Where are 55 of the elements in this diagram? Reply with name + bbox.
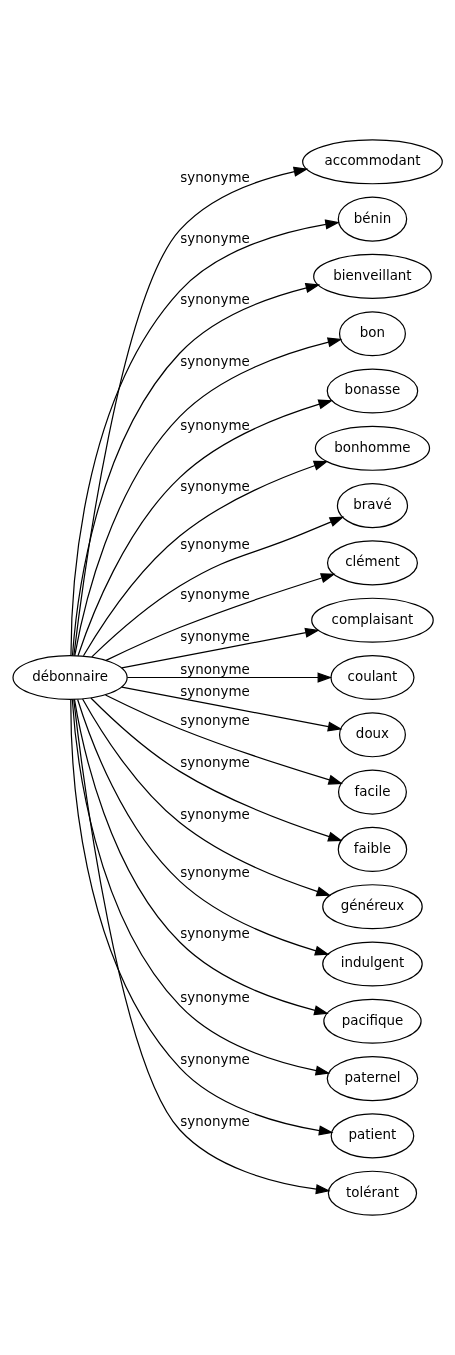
arrow [77, 698, 330, 956]
arrow [121, 627, 320, 669]
node-ellipse: bon [338, 311, 406, 357]
node-ellipse: débonnaire [12, 654, 128, 701]
node-ellipse: patient [330, 1113, 415, 1159]
arrow [74, 337, 343, 657]
arrow [90, 697, 343, 842]
edge-label: synonyme [180, 1113, 250, 1129]
edge-label: synonyme [180, 806, 250, 822]
edge-label: synonyme [180, 537, 250, 553]
edge-label: synonyme [180, 926, 250, 942]
node-ellipse: indulgent [322, 941, 423, 987]
edge-label: synonyme [180, 628, 250, 644]
edge-label: synonyme [180, 292, 250, 308]
arrow [105, 573, 336, 661]
node-ellipse: coulant [330, 654, 415, 701]
node-ellipse: complaisant [311, 597, 434, 643]
arrow [104, 694, 344, 785]
edge-label: synonyme [180, 1051, 250, 1067]
arrow [71, 282, 321, 656]
arrow [82, 460, 329, 657]
edge-label: synonyme [180, 231, 250, 247]
arrow [82, 698, 332, 897]
node-ellipse: bonasse [326, 368, 419, 414]
edge-label: synonyme [180, 587, 250, 603]
node-ellipse: bénin [337, 196, 408, 242]
node-ellipse: accommodant [302, 139, 443, 185]
node-ellipse: paternel [326, 1056, 419, 1102]
node-ellipse: clément [326, 540, 418, 586]
edge-label: synonyme [180, 354, 250, 370]
arrow [71, 698, 331, 1076]
node-ellipse: tolérant [327, 1170, 418, 1216]
edge-label: synonyme [180, 417, 250, 433]
node-ellipse: facile [337, 769, 407, 815]
edge-label: synonyme [180, 712, 250, 728]
edge-label: synonyme [180, 661, 250, 677]
node-ellipse: doux [338, 712, 406, 758]
arrow [70, 219, 340, 657]
edge-label: synonyme [180, 865, 250, 881]
arrow [73, 166, 309, 656]
node-ellipse: bravé [336, 483, 409, 529]
node-ellipse: faible [337, 826, 408, 872]
edge-label: synonyme [180, 478, 250, 494]
edge-label: synonyme [180, 989, 250, 1005]
arrow [77, 399, 334, 657]
arrow [73, 698, 329, 1016]
arrow [121, 686, 343, 732]
arrow [91, 516, 345, 658]
edge-label: synonyme [180, 683, 250, 699]
arrow [126, 672, 333, 683]
edge-label: synonyme [180, 755, 250, 771]
node-ellipse: bienveillant [313, 253, 432, 299]
node-ellipse: généreux [322, 884, 423, 930]
node-ellipse: pacifique [323, 998, 422, 1044]
edge-label: synonyme [180, 170, 250, 186]
